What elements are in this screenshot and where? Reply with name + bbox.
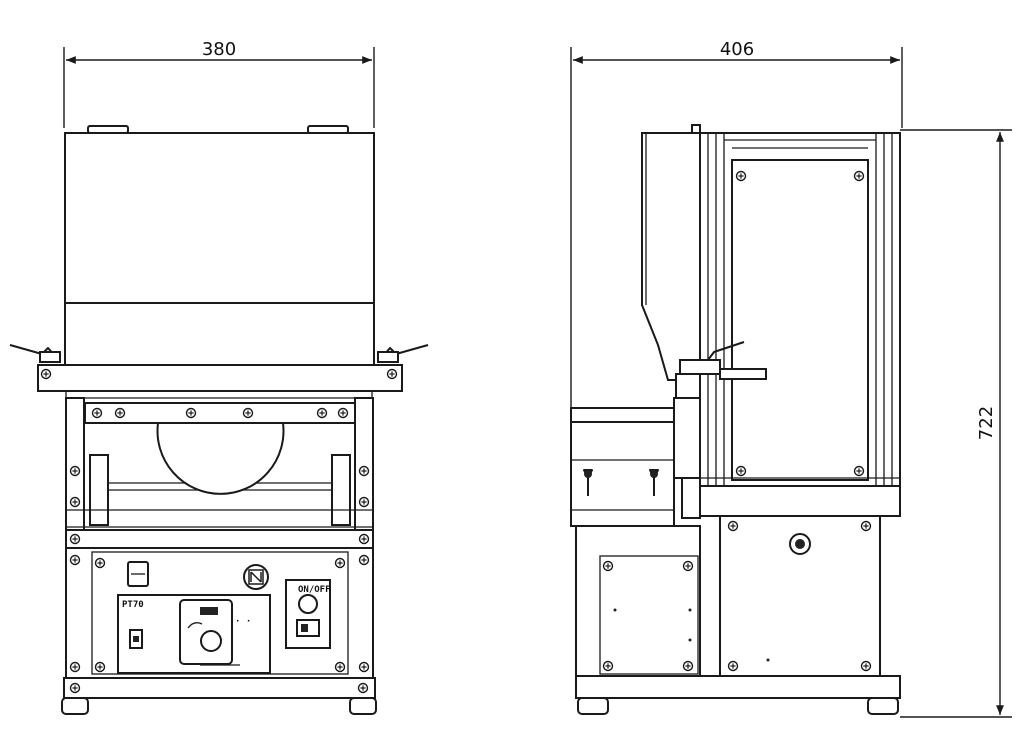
left-toggle-clamp (9, 344, 61, 363)
width-dimension-label: 380 (202, 39, 236, 60)
speed-knob[interactable] (298, 594, 318, 614)
front-cover (64, 125, 375, 366)
height-dimension: 722 (900, 129, 1012, 718)
ink-cup-plate (156, 422, 285, 495)
right-toggle-clamp (377, 344, 429, 363)
side-view: 406 722 (570, 39, 1012, 718)
print-head-carriage (84, 402, 356, 424)
brand-logo (243, 564, 269, 590)
depth-dimension: 406 (570, 39, 903, 410)
side-base (575, 675, 901, 715)
depth-dimension-label: 406 (720, 39, 754, 60)
front-view: 380 (9, 39, 429, 715)
timer-knob[interactable] (200, 630, 222, 652)
height-dimension-label: 722 (976, 406, 997, 440)
ink-cup-assembly (570, 397, 701, 527)
panel-small-label: · · (235, 617, 251, 627)
timer-display (200, 607, 218, 615)
front-table-plate (37, 364, 403, 399)
side-cover (641, 124, 701, 381)
side-upright-frame (699, 132, 901, 487)
width-dimension: 380 (63, 39, 375, 128)
control-cabinet: PT70 · · ON/OFF (65, 547, 374, 679)
side-toggle-clamp (675, 341, 767, 399)
panel-model-label: PT70 (122, 600, 144, 610)
side-cabinet (575, 485, 901, 677)
front-base (61, 677, 377, 715)
switch-label: ON/OFF (298, 585, 331, 595)
